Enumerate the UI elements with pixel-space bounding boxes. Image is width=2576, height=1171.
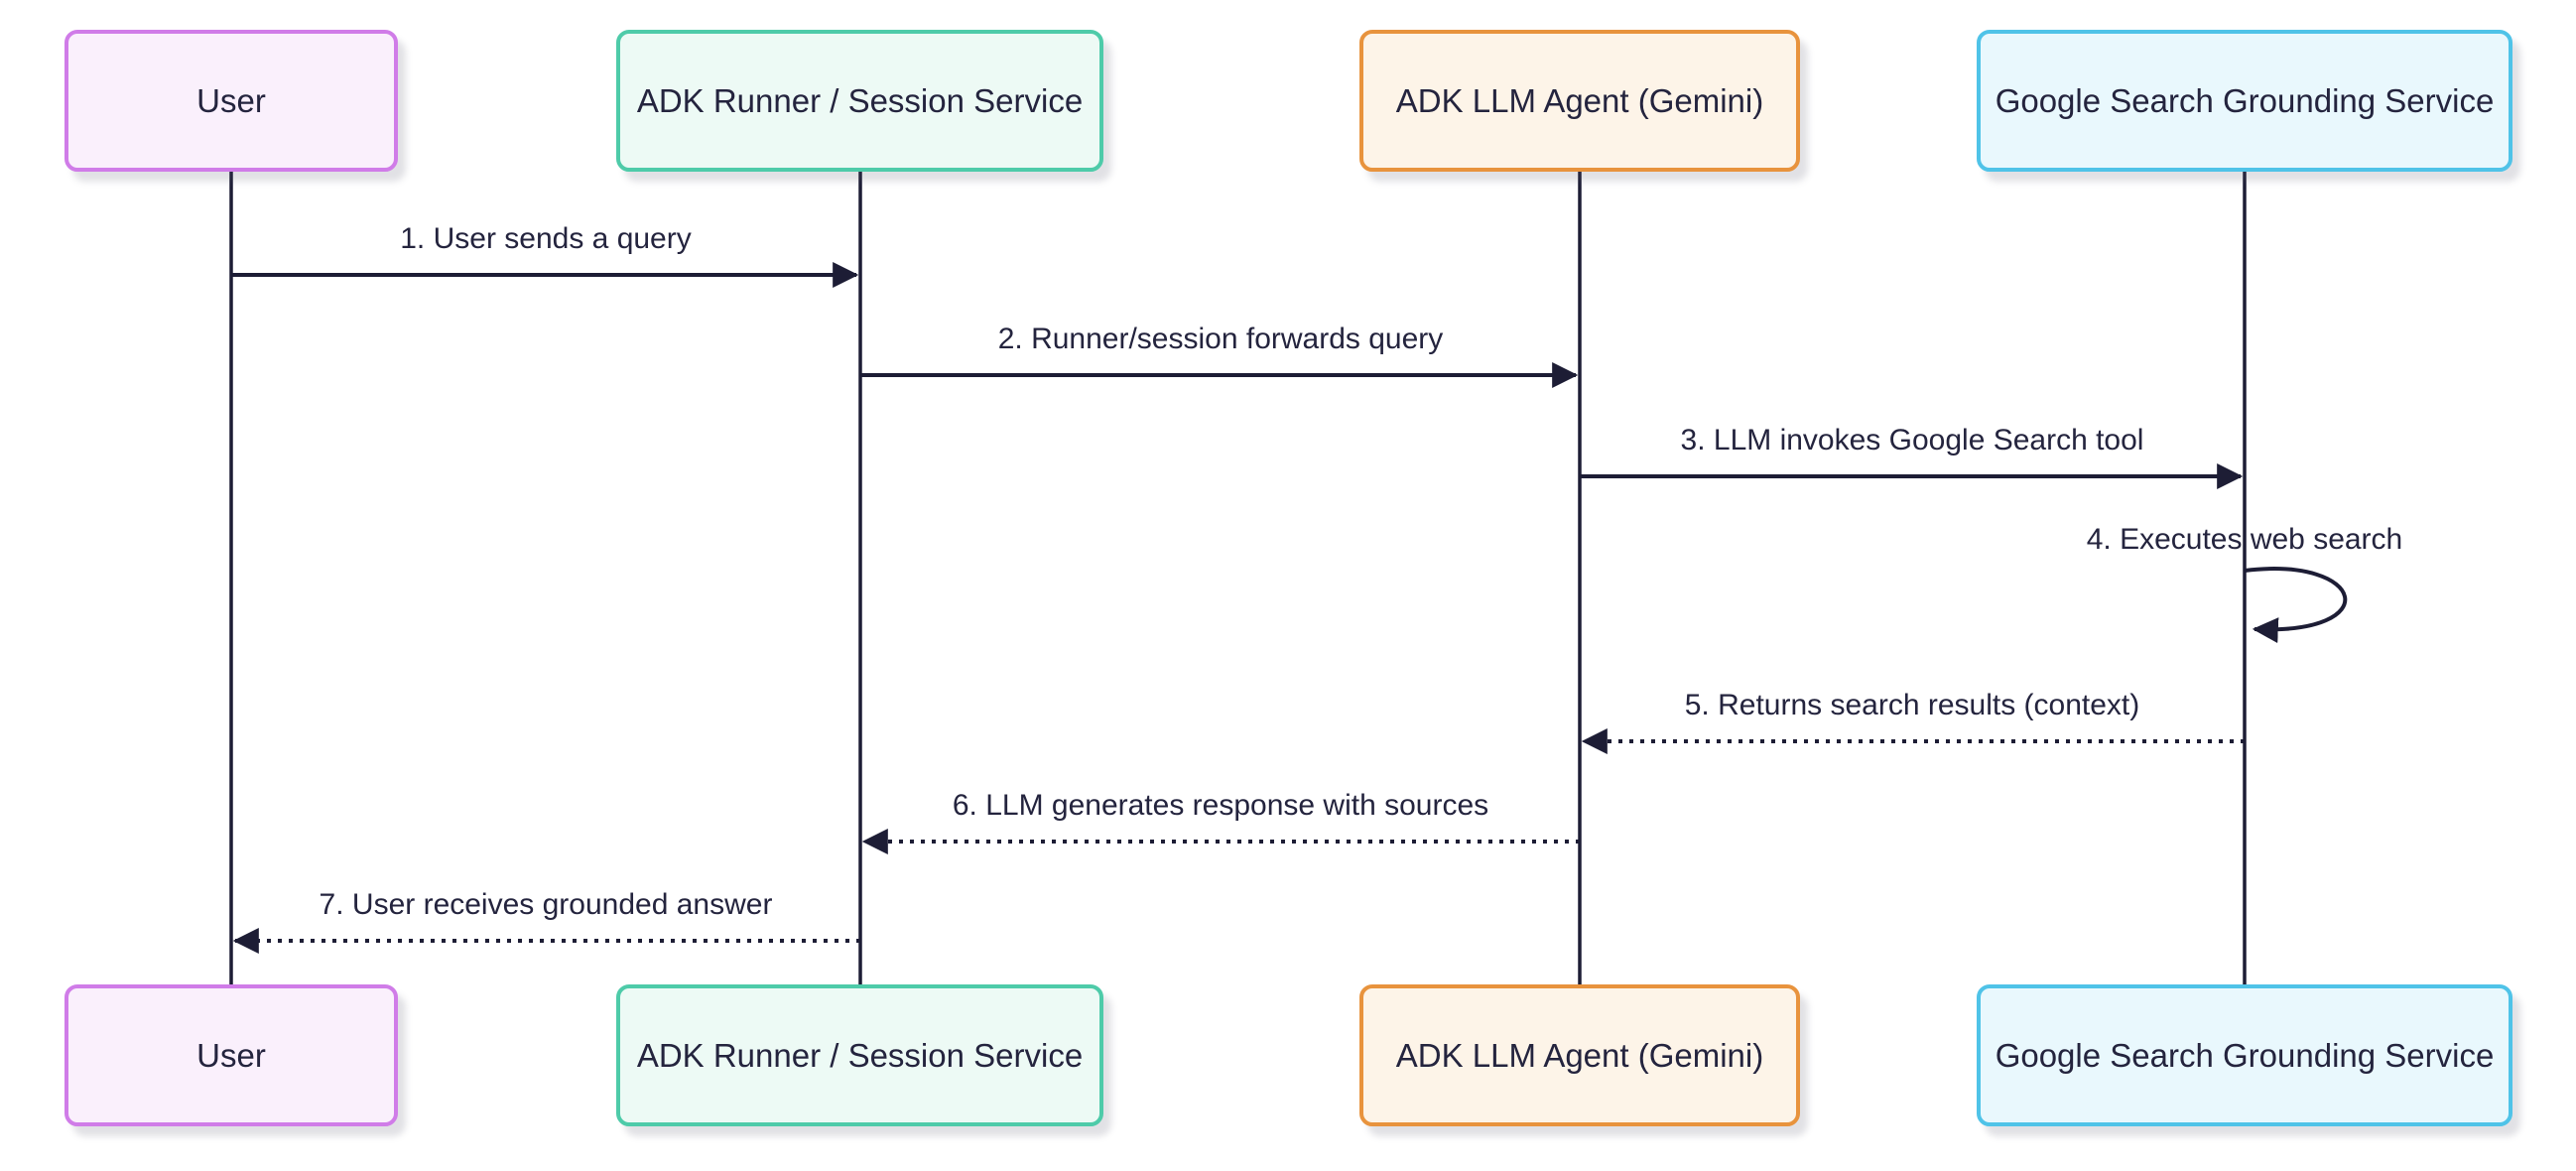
actor-box-user-top: User [64,30,398,172]
actor-box-adk-runner-top: ADK Runner / Session Service [616,30,1103,172]
message-label-1: 1. User sends a query [400,222,692,255]
message-label-3: 3. LLM invokes Google Search tool [1680,424,2144,456]
message-label-7: 7. User receives grounded answer [319,888,773,921]
actor-box-adk-llm-agent-top: ADK LLM Agent (Gemini) [1359,30,1800,172]
message-label-6: 6. LLM generates response with sources [952,789,1489,822]
message-label-4: 4. Executes web search [2086,523,2403,556]
message-arrow-4-self-loop [2244,567,2348,644]
actor-box-google-search-top: Google Search Grounding Service [1977,30,2512,172]
actor-box-adk-runner-bottom: ADK Runner / Session Service [616,984,1103,1126]
actor-box-user-bottom: User [64,984,398,1126]
actor-box-adk-llm-agent-bottom: ADK LLM Agent (Gemini) [1359,984,1800,1126]
message-label-5: 5. Returns search results (context) [1684,689,2140,721]
actor-box-google-search-bottom: Google Search Grounding Service [1977,984,2512,1126]
message-label-2: 2. Runner/session forwards query [997,323,1444,355]
